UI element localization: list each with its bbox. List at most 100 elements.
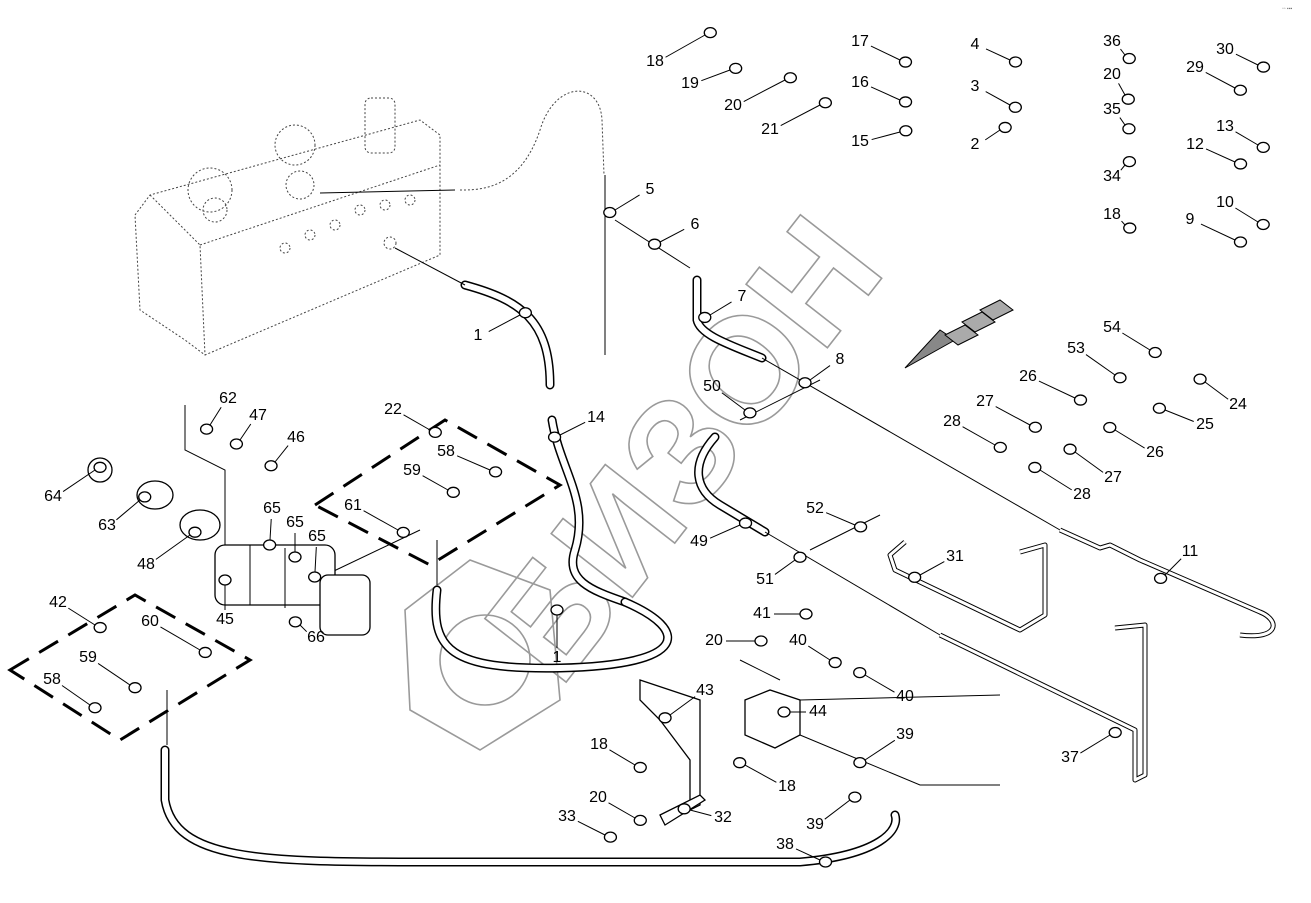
callout-18: 18 <box>590 736 608 753</box>
leader-line <box>780 104 821 126</box>
callout-7: 7 <box>738 288 747 305</box>
leader-line <box>1205 148 1236 163</box>
part-26 <box>1073 394 1088 406</box>
leader-line <box>1038 380 1076 399</box>
callout-63: 63 <box>98 517 116 534</box>
leader-line <box>689 809 712 817</box>
leader-line <box>1120 164 1126 171</box>
callout-18: 18 <box>778 778 796 795</box>
leader-line <box>1122 332 1151 351</box>
leader-line <box>1205 72 1236 89</box>
callout-54: 54 <box>1103 319 1121 336</box>
part-27 <box>1028 421 1042 433</box>
part-40 <box>828 656 842 669</box>
leader-line <box>870 86 901 101</box>
leader-line <box>1164 558 1182 576</box>
callout-19: 19 <box>681 75 699 92</box>
leader-line <box>1120 48 1126 56</box>
part-38 <box>818 856 833 868</box>
leader-line <box>665 34 706 58</box>
leader-line <box>721 392 746 411</box>
part-45 <box>218 574 232 586</box>
callout-45: 45 <box>216 611 234 628</box>
part-18 <box>1123 222 1137 234</box>
callout-9: 9 <box>1186 211 1195 228</box>
callout-18: 18 <box>646 53 664 70</box>
part-52 <box>853 521 868 533</box>
leader-line <box>1074 451 1104 473</box>
callout-58: 58 <box>437 443 455 460</box>
callout-42: 42 <box>49 594 67 611</box>
callout-21: 21 <box>761 121 779 138</box>
leader-line <box>659 228 685 243</box>
leader-line <box>314 546 317 573</box>
part-2 <box>998 121 1012 134</box>
callout-18: 18 <box>1103 206 1121 223</box>
callout-13: 13 <box>1216 118 1234 135</box>
callout-16: 16 <box>851 74 869 91</box>
callout-40: 40 <box>896 688 914 705</box>
leader-line <box>744 764 777 783</box>
leader-line <box>701 69 731 82</box>
part-10 <box>1256 218 1270 231</box>
callout-17: 17 <box>851 33 869 50</box>
part-51 <box>793 551 807 563</box>
part-62 <box>199 423 214 435</box>
leader-line <box>919 561 945 576</box>
part-25 <box>1152 402 1167 414</box>
callout-48: 48 <box>137 556 155 573</box>
part-22 <box>428 426 442 439</box>
leader-line <box>97 662 131 686</box>
callout-27: 27 <box>976 393 994 410</box>
leader-line <box>1164 409 1194 422</box>
callout-24: 24 <box>1229 396 1247 413</box>
leader-line <box>985 48 1011 61</box>
leader-line <box>299 624 308 633</box>
callout-27: 27 <box>1104 469 1122 486</box>
callout-59: 59 <box>79 649 97 666</box>
callout-20: 20 <box>589 789 607 806</box>
steel-tubes <box>887 527 1276 783</box>
leader-line <box>608 802 636 819</box>
part-47 <box>229 438 244 450</box>
leader-line <box>985 129 1001 141</box>
hose-lines <box>160 90 1061 867</box>
callout-3: 3 <box>971 78 980 95</box>
leader-line <box>795 848 821 861</box>
part-18 <box>733 757 747 769</box>
callout-20: 20 <box>705 632 723 649</box>
callout-28: 28 <box>943 413 961 430</box>
callout-47: 47 <box>249 407 267 424</box>
part-34 <box>1122 155 1137 168</box>
watermark-text: БИЗОН <box>453 187 913 710</box>
part-64 <box>93 461 107 473</box>
callout-37: 37 <box>1061 749 1079 766</box>
callout-50: 50 <box>703 378 721 395</box>
part-12 <box>1233 158 1248 170</box>
callout-22: 22 <box>384 401 402 418</box>
leader-line <box>1235 53 1259 66</box>
leader-line <box>669 696 696 716</box>
callout-39: 39 <box>806 816 824 833</box>
leader-line <box>1235 131 1259 146</box>
part-37 <box>1108 726 1122 739</box>
part-21 <box>818 97 833 109</box>
gear-pump <box>87 405 371 636</box>
part-44 <box>777 706 791 718</box>
leader-line <box>825 512 856 526</box>
callout-11: 11 <box>1182 543 1199 560</box>
part-32 <box>677 803 691 815</box>
callout-64: 64 <box>44 488 62 505</box>
callout-20: 20 <box>1103 66 1121 83</box>
assembly-box-42 <box>7 593 253 742</box>
part-8 <box>798 377 812 389</box>
callout-32: 32 <box>714 809 732 826</box>
callout-20: 20 <box>724 97 742 114</box>
part-58 <box>88 702 102 714</box>
hardware-parts <box>88 26 1271 868</box>
leader-line <box>422 475 449 491</box>
part-20 <box>783 72 798 84</box>
leader-line <box>809 365 831 381</box>
